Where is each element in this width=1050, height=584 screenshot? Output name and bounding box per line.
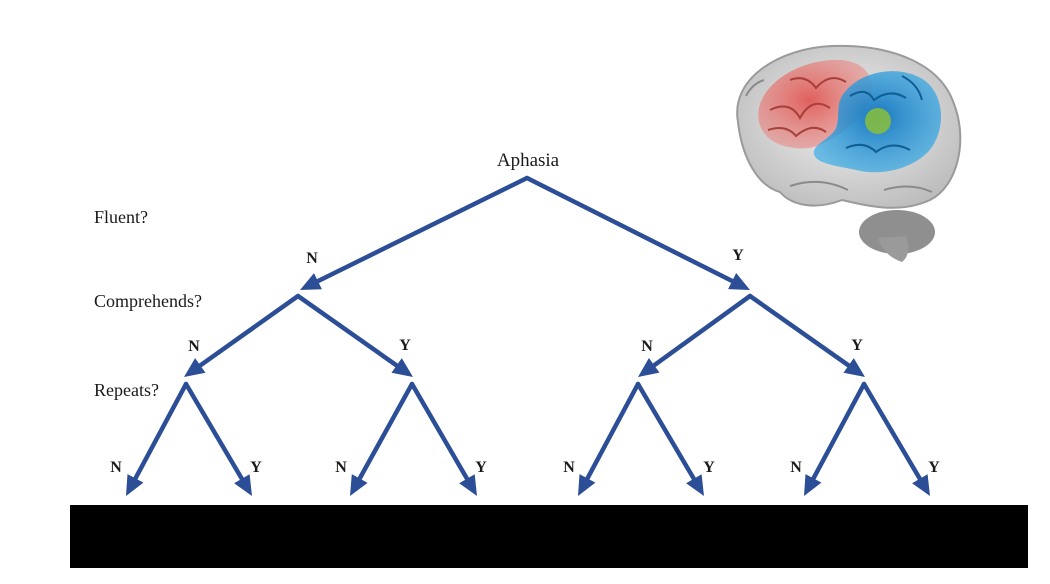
branch-label-comprehends-no-right: N: [641, 338, 653, 355]
question-repeats: Repeats?: [94, 380, 159, 400]
tree-edges: [126, 175, 930, 496]
edge-rep-4-yes: [861, 381, 924, 483]
arrowhead-rep-4-yes: [912, 474, 930, 496]
branch-label-repeats-yes-4: Y: [928, 459, 940, 476]
branch-label-repeats-yes-3: Y: [703, 459, 715, 476]
edge-rep-1-no: [132, 381, 189, 483]
redaction-bar: [70, 505, 1028, 568]
arrowhead-comp-right-yes: [843, 358, 865, 377]
brain-icon: [736, 44, 962, 262]
root-label: Aphasia: [497, 150, 560, 171]
edge-fluent-no: [313, 175, 530, 285]
branch-label-repeats-no-2: N: [335, 459, 347, 476]
edge-comp-right-yes: [747, 293, 853, 369]
edge-rep-3-yes: [635, 381, 698, 483]
arrowhead-rep-2-no: [350, 474, 368, 496]
edge-comp-right-no: [650, 293, 753, 369]
branch-label-comprehends-yes-left: Y: [399, 337, 411, 354]
arrowhead-rep-1-no: [126, 474, 144, 496]
branch-label-repeats-no-4: N: [790, 459, 802, 476]
edge-fluent-yes: [524, 175, 737, 285]
arrowhead-rep-3-no: [578, 474, 596, 496]
arrowhead-comp-left-yes: [391, 358, 413, 377]
arrowhead-rep-3-yes: [686, 474, 704, 496]
arrowhead-comp-left-no: [184, 358, 206, 377]
branch-label-fluent-no: N: [306, 250, 318, 267]
edge-comp-left-no: [196, 293, 301, 369]
arrowhead-comp-right-no: [638, 358, 660, 377]
edge-rep-2-no: [356, 381, 415, 483]
arrowhead-rep-1-yes: [234, 474, 252, 496]
arrowhead-rep-2-yes: [459, 474, 477, 496]
edge-rep-3-no: [584, 381, 641, 483]
question-comprehends: Comprehends?: [94, 291, 202, 311]
branch-label-repeats-no-1: N: [110, 459, 122, 476]
edge-rep-2-yes: [409, 381, 471, 483]
arrowhead-fluent-no: [300, 273, 322, 290]
question-fluent: Fluent?: [94, 207, 148, 227]
branch-label-repeats-yes-1: Y: [250, 459, 262, 476]
branch-label-repeats-yes-2: Y: [475, 459, 487, 476]
branch-label-comprehends-yes-right: Y: [851, 337, 863, 354]
edge-rep-1-yes: [183, 381, 246, 483]
arrowhead-fluent-yes: [728, 273, 750, 290]
edge-rep-4-no: [810, 381, 867, 483]
edge-comp-left-yes: [295, 293, 401, 369]
arrowhead-rep-4-no: [804, 474, 822, 496]
branch-label-repeats-no-3: N: [563, 459, 575, 476]
branch-label-fluent-yes: Y: [732, 247, 744, 264]
branch-label-comprehends-no-left: N: [188, 338, 200, 355]
